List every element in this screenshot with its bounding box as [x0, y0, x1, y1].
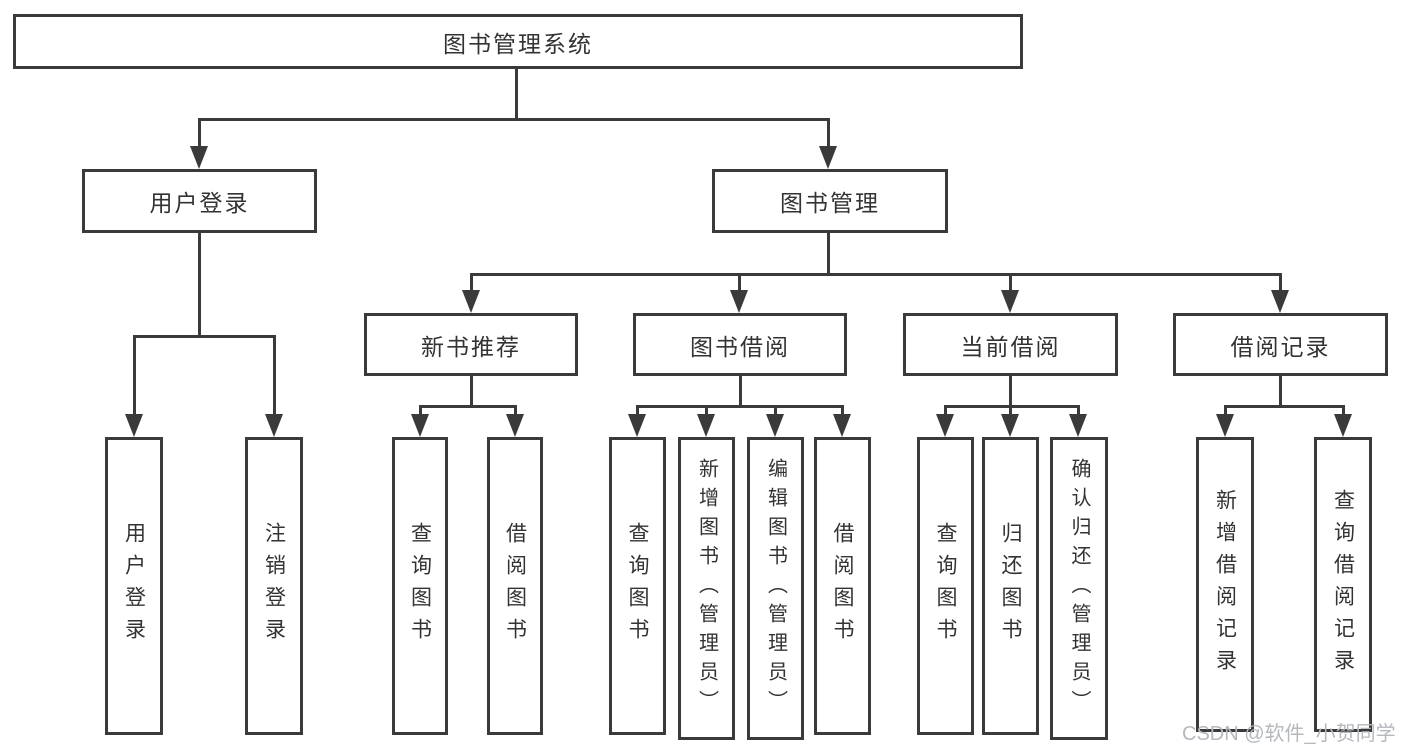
leaf-label: 查询图书 — [626, 522, 649, 650]
arrow-stem — [1077, 405, 1080, 416]
connector-hline — [944, 405, 1080, 408]
node-new-book-recommend: 新书推荐 — [364, 313, 578, 376]
connector-hline — [133, 335, 276, 338]
arrow-stem — [1279, 273, 1282, 292]
node-book-borrow: 图书借阅 — [633, 313, 847, 376]
leaf-label: 查询借阅记录 — [1331, 488, 1355, 681]
arrow-stem — [198, 118, 201, 150]
watermark: CSDN @软件_小贺同学 — [1182, 723, 1396, 745]
connector-vline — [1009, 376, 1012, 407]
connector-vline — [470, 376, 473, 407]
node-label: 当前借阅 — [960, 333, 1061, 360]
node-borrow-records: 借阅记录 — [1173, 313, 1388, 376]
arrow-head — [506, 414, 524, 437]
arrow-stem — [1009, 405, 1012, 416]
arrow-head — [1271, 290, 1289, 313]
connector-hline — [419, 405, 517, 408]
leaf-label: 借阅图书 — [831, 522, 854, 650]
connector-vline — [515, 69, 518, 118]
arrow-head — [1216, 414, 1234, 437]
node-label: 图书管理系统 — [443, 30, 593, 57]
leaf-return-book: 归还图书 — [982, 437, 1039, 735]
leaf-edit-book-admin: 编辑图书（管理员） — [747, 437, 804, 740]
connector-hline — [636, 405, 844, 408]
leaf-add-book-admin: 新增图书（管理员） — [678, 437, 735, 740]
arrow-stem — [738, 273, 741, 292]
node-label: 图书管理 — [780, 190, 880, 216]
leaf-label: 注销登录 — [262, 522, 286, 650]
leaf-user-login: 用户登录 — [105, 437, 163, 735]
arrow-head — [766, 414, 784, 437]
leaf-label: 编辑图书（管理员） — [764, 458, 787, 719]
arrow-stem — [419, 405, 422, 416]
node-root: 图书管理系统 — [13, 14, 1023, 69]
leaf-label: 新增借阅记录 — [1213, 488, 1237, 681]
arrow-head — [936, 414, 954, 437]
arrow-head — [265, 414, 283, 437]
node-label: 新书推荐 — [421, 333, 521, 360]
arrow-head — [411, 414, 429, 437]
node-label: 借阅记录 — [1230, 333, 1331, 360]
leaf-query-books-recommend: 查询图书 — [392, 437, 448, 735]
connector-hline — [470, 273, 1282, 276]
arrow-stem — [514, 405, 517, 416]
arrow-head — [190, 146, 208, 169]
arrow-head — [697, 414, 715, 437]
leaf-query-books-borrow: 查询图书 — [609, 437, 666, 735]
leaf-query-borrow-record: 查询借阅记录 — [1314, 437, 1372, 732]
leaf-label: 查询图书 — [408, 522, 432, 650]
node-label: 图书借阅 — [690, 333, 790, 360]
leaf-add-borrow-record: 新增借阅记录 — [1196, 437, 1254, 732]
connector-vline — [827, 232, 830, 275]
node-book-management: 图书管理 — [712, 169, 948, 233]
connector-hline — [1224, 405, 1345, 408]
leaf-query-books-current: 查询图书 — [917, 437, 974, 735]
arrow-head — [462, 290, 480, 313]
leaf-label: 借阅图书 — [503, 522, 527, 650]
node-user-login: 用户登录 — [82, 169, 317, 233]
arrow-stem — [841, 405, 844, 416]
node-current-borrow: 当前借阅 — [903, 313, 1118, 376]
arrow-stem — [273, 335, 276, 416]
leaf-label: 确认归还（管理员） — [1068, 458, 1090, 719]
arrow-head — [628, 414, 646, 437]
arrow-head — [1069, 414, 1087, 437]
leaf-label: 新增图书（管理员） — [695, 458, 718, 719]
leaf-borrow-books-recommend: 借阅图书 — [487, 437, 543, 735]
leaf-label: 用户登录 — [122, 522, 146, 650]
arrow-head — [125, 414, 143, 437]
connector-vline — [198, 232, 201, 335]
arrow-stem — [774, 405, 777, 416]
connector-hline — [198, 118, 830, 121]
arrow-head — [819, 146, 837, 169]
arrow-stem — [705, 405, 708, 416]
arrow-head — [1334, 414, 1352, 437]
leaf-logout: 注销登录 — [245, 437, 303, 735]
arrow-head — [1001, 414, 1019, 437]
arrow-stem — [636, 405, 639, 416]
leaf-borrow-books-borrow: 借阅图书 — [814, 437, 871, 735]
node-label: 用户登录 — [149, 190, 250, 216]
leaf-confirm-return-admin: 确认归还（管理员） — [1050, 437, 1108, 740]
arrow-head — [730, 290, 748, 313]
arrow-stem — [1009, 273, 1012, 292]
leaf-label: 归还图书 — [999, 522, 1022, 650]
arrow-stem — [827, 118, 830, 150]
arrow-stem — [470, 273, 473, 292]
connector-vline — [739, 376, 742, 407]
arrow-stem — [1224, 405, 1227, 416]
leaf-label: 查询图书 — [934, 522, 957, 650]
arrow-stem — [133, 335, 136, 416]
arrow-stem — [1342, 405, 1345, 416]
connector-vline — [1279, 376, 1282, 407]
arrow-stem — [944, 405, 947, 416]
arrow-head — [1001, 290, 1019, 313]
arrow-head — [833, 414, 851, 437]
